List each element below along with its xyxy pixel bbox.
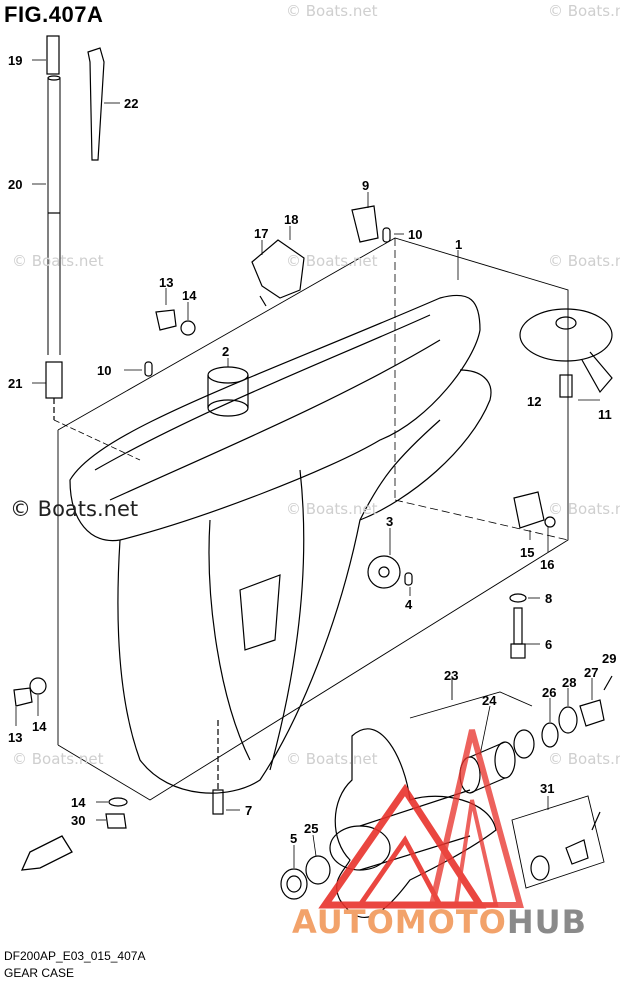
figure-caption: GEAR CASE — [4, 966, 75, 980]
callout-30: 30 — [71, 813, 86, 828]
watermark-text: © Boats.net — [12, 252, 104, 270]
watermark-text: © Boats.net — [286, 252, 378, 270]
callout-12: 12 — [527, 394, 542, 409]
callout-3: 3 — [386, 514, 394, 529]
callout-20: 20 — [8, 177, 23, 192]
watermark-text: © Boats.net — [548, 2, 620, 20]
callout-28: 28 — [562, 675, 577, 690]
watermark-text: © Boats.net — [286, 2, 378, 20]
watermark-text: © Boats.net — [286, 500, 378, 518]
callout-24: 24 — [482, 693, 497, 708]
watermark-text: © Boats.net — [548, 252, 620, 270]
watermark-text-main: © Boats.net — [10, 497, 139, 521]
automotohub-logo-icon — [318, 729, 524, 909]
callout-2: 2 — [222, 344, 230, 359]
callout-18: 18 — [284, 212, 299, 227]
callout-15: 15 — [520, 545, 535, 560]
callout-4: 4 — [405, 597, 413, 612]
callout-10-lower: 10 — [97, 363, 112, 378]
callout-25: 25 — [304, 821, 319, 836]
gear-case-body — [69, 294, 481, 542]
watermark-text: © Boats.net — [12, 750, 104, 768]
gear-case-lower — [117, 419, 441, 794]
callout-10-upper: 10 — [408, 227, 423, 242]
watermark-text: © Boats.net — [548, 500, 620, 518]
callout-17: 17 — [254, 226, 269, 241]
callout-16: 16 — [540, 557, 555, 572]
figure-title: FIG.407A — [4, 2, 104, 27]
callout-9: 9 — [362, 178, 370, 193]
callout-14-lower: 14 — [32, 719, 47, 734]
figure-code: DF200AP_E03_015_407A — [4, 949, 146, 963]
callout-29: 29 — [602, 651, 617, 666]
callout-8: 8 — [545, 591, 553, 606]
callout-13-upper: 13 — [159, 275, 174, 290]
callout-31: 31 — [540, 781, 555, 796]
assembly-frame — [57, 237, 569, 801]
callout-5: 5 — [290, 831, 298, 846]
callout-1: 1 — [455, 237, 463, 252]
callout-6: 6 — [545, 637, 553, 652]
callout-26: 26 — [542, 685, 557, 700]
watermark-text: © Boats.net — [548, 750, 620, 768]
callout-7: 7 — [245, 803, 253, 818]
callout-21: 21 — [8, 376, 23, 391]
brand-part-2: HUB — [506, 903, 588, 941]
callout-11: 11 — [598, 407, 612, 422]
callout-14-bottom: 14 — [71, 795, 86, 810]
callout-19: 19 — [8, 53, 23, 68]
callout-22: 22 — [124, 96, 139, 111]
watermark-text: © Boats.net — [286, 750, 378, 768]
callout-14-upper: 14 — [182, 288, 197, 303]
callout-23: 23 — [444, 668, 459, 683]
callout-13-lower: 13 — [8, 730, 23, 745]
brand-part-1: AUTOMOTO — [292, 903, 507, 941]
fwd-arrow-icon — [20, 835, 73, 871]
brand-wordmark: AUTOMOTOHUB — [292, 903, 587, 941]
callout-27: 27 — [584, 665, 599, 680]
